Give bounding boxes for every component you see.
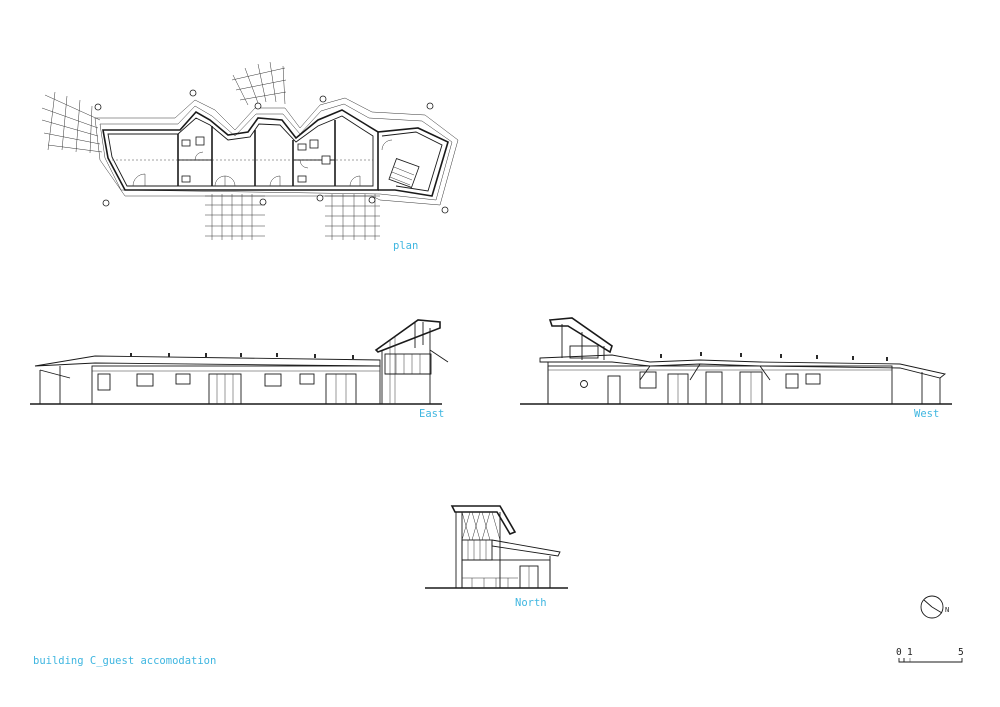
plan-label: plan bbox=[393, 240, 419, 252]
east-label: East bbox=[419, 408, 445, 420]
sheet-title: building C_guest accomodation bbox=[33, 655, 217, 667]
scale-bar bbox=[898, 658, 963, 663]
scale-mid-label: 1 bbox=[907, 647, 913, 658]
north-label: North bbox=[515, 597, 547, 609]
east-elevation bbox=[30, 319, 449, 405]
scale-start-label: 0 bbox=[896, 647, 902, 658]
plan-pergola-north bbox=[231, 61, 287, 106]
west-elevation bbox=[520, 317, 952, 405]
north-elevation bbox=[425, 505, 568, 589]
plan-pergola-south-1 bbox=[205, 194, 265, 240]
plan-pergola-west bbox=[41, 91, 103, 154]
north-arrow-letter: N bbox=[945, 606, 950, 614]
north-arrow bbox=[920, 595, 944, 619]
floor-plan bbox=[41, 61, 459, 240]
west-label: West bbox=[914, 408, 940, 420]
scale-end-label: 5 bbox=[958, 647, 964, 658]
